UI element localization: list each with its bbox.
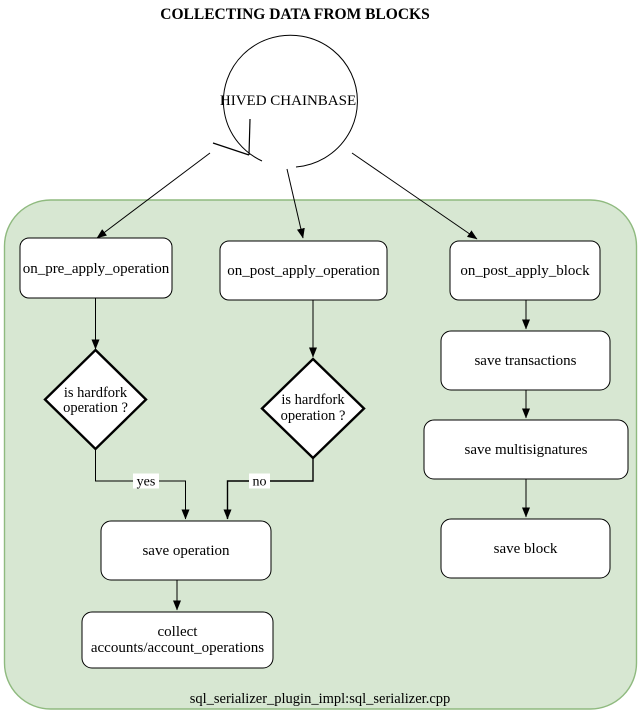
edge-circle-to-pre-apply — [96, 152, 211, 239]
node-on-post-apply-operation-label: on_post_apply_operation — [227, 263, 380, 279]
node-collect-accounts — [81, 611, 274, 669]
edge-circle-to-post-apply-operation — [286, 168, 305, 239]
edge-no-to-save-operation — [223, 458, 314, 520]
edge-label-no-bg — [249, 473, 270, 489]
sql-serializer-plugin-container — [3, 199, 638, 710]
node-on-pre-apply-operation-label: on_pre_apply_operation — [23, 261, 170, 277]
loop-arrowhead-stroke-1 — [248, 118, 251, 156]
decision-right-label-line2: operation ? — [281, 408, 346, 424]
node-save-transactions-label: save transactions — [474, 353, 576, 369]
edge-label-no: no — [253, 475, 267, 490]
node-save-block-label: save block — [494, 541, 558, 557]
hived-chainbase-circle — [222, 34, 358, 168]
edge-circle-to-post-apply-block — [351, 152, 478, 240]
node-on-post-apply-operation — [219, 240, 388, 301]
node-save-operation-label: save operation — [142, 543, 230, 559]
edge-label-yes: yes — [137, 475, 156, 490]
node-save-operation — [100, 520, 272, 581]
node-save-multisignatures-label: save multisignatures — [465, 442, 588, 458]
diagram-title: COLLECTING DATA FROM BLOCKS — [160, 6, 429, 23]
container-caption: sql_serializer_plugin_impl:sql_serialize… — [190, 691, 451, 707]
edge-label-yes-bg — [133, 473, 159, 489]
decision-left-label-line2: operation ? — [63, 400, 128, 416]
node-collect-accounts-label-line1: collect — [158, 624, 199, 640]
loop-arrowhead-stroke-2 — [212, 142, 250, 156]
hived-chainbase-label: HIVED CHAINBASE — [220, 93, 356, 109]
decision-left-label-line1: is hardfork — [64, 385, 128, 401]
node-on-post-apply-block — [449, 240, 601, 301]
node-on-post-apply-block-label: on_post_apply_block — [460, 263, 590, 279]
node-collect-accounts-label-line2: accounts/account_operations — [91, 640, 264, 656]
decision-right-label-line1: is hardfork — [281, 392, 345, 408]
node-save-block — [440, 518, 611, 579]
